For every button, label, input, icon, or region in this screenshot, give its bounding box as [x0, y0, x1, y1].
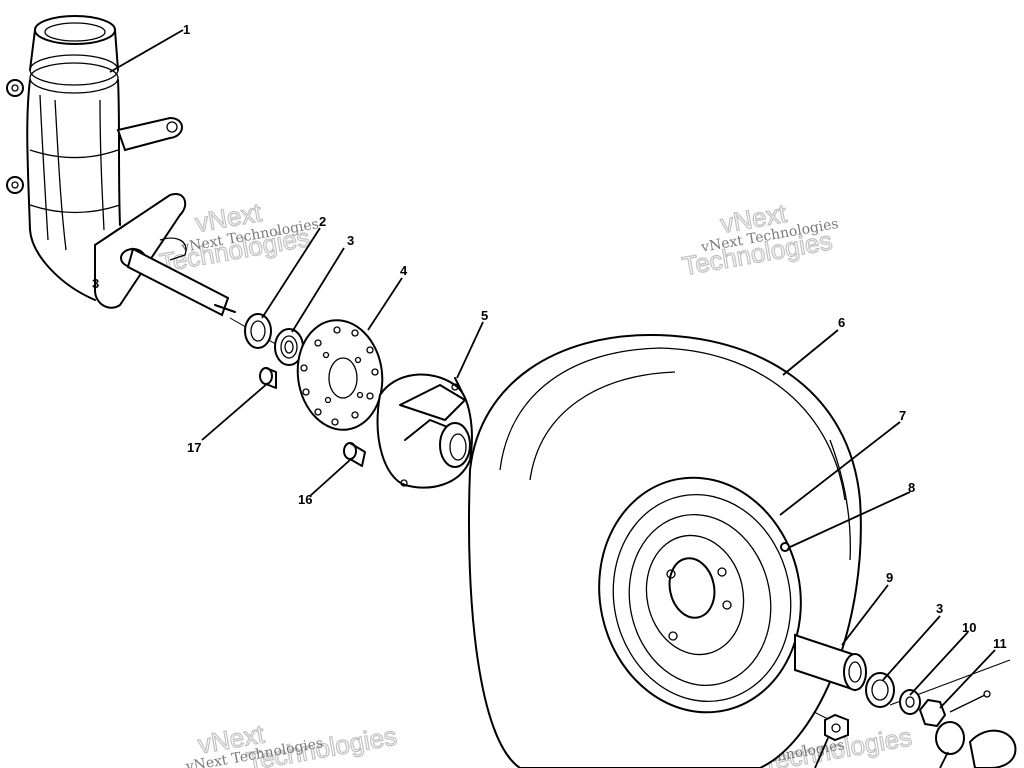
- spacer-tube: [794, 633, 867, 692]
- watermark-right-top: vNext Technologies vNext Technologies: [679, 197, 840, 282]
- callout-3-housing: 3: [92, 276, 99, 291]
- grease-seal: [244, 313, 272, 349]
- callout-labels: 1 2 3 4 5 6 7 8 9 3 10 11 16 17: [183, 22, 1007, 651]
- callout-17: 17: [187, 440, 201, 455]
- callout-2: 2: [319, 214, 326, 229]
- leader-lines: [109, 29, 996, 768]
- callout-8: 8: [908, 480, 915, 495]
- callout-6: 6: [838, 315, 845, 330]
- brake-disc: [296, 319, 384, 431]
- stud-16: [343, 442, 366, 467]
- callout-7: 7: [899, 408, 906, 423]
- tire: [468, 333, 862, 768]
- callout-9: 9: [886, 570, 893, 585]
- callout-16: 16: [298, 492, 312, 507]
- castle-nut: [918, 690, 991, 728]
- callout-3-outer: 3: [936, 601, 943, 616]
- watermark-left-bottom: vNext Technologies vNext Technologies: [184, 718, 400, 768]
- callout-4: 4: [400, 263, 408, 278]
- outer-bearing: [865, 672, 895, 708]
- lug-nut: [824, 713, 849, 742]
- callout-3-inner: 3: [347, 233, 354, 248]
- stud-17: [259, 367, 277, 389]
- callout-5: 5: [481, 308, 488, 323]
- callout-1: 1: [183, 22, 190, 37]
- callout-10: 10: [962, 620, 976, 635]
- wheel-hub: [376, 373, 473, 489]
- callout-11: 11: [993, 636, 1007, 651]
- washer: [899, 689, 921, 715]
- dust-cap: [935, 721, 1017, 768]
- spindle-housing: 3: [6, 15, 236, 317]
